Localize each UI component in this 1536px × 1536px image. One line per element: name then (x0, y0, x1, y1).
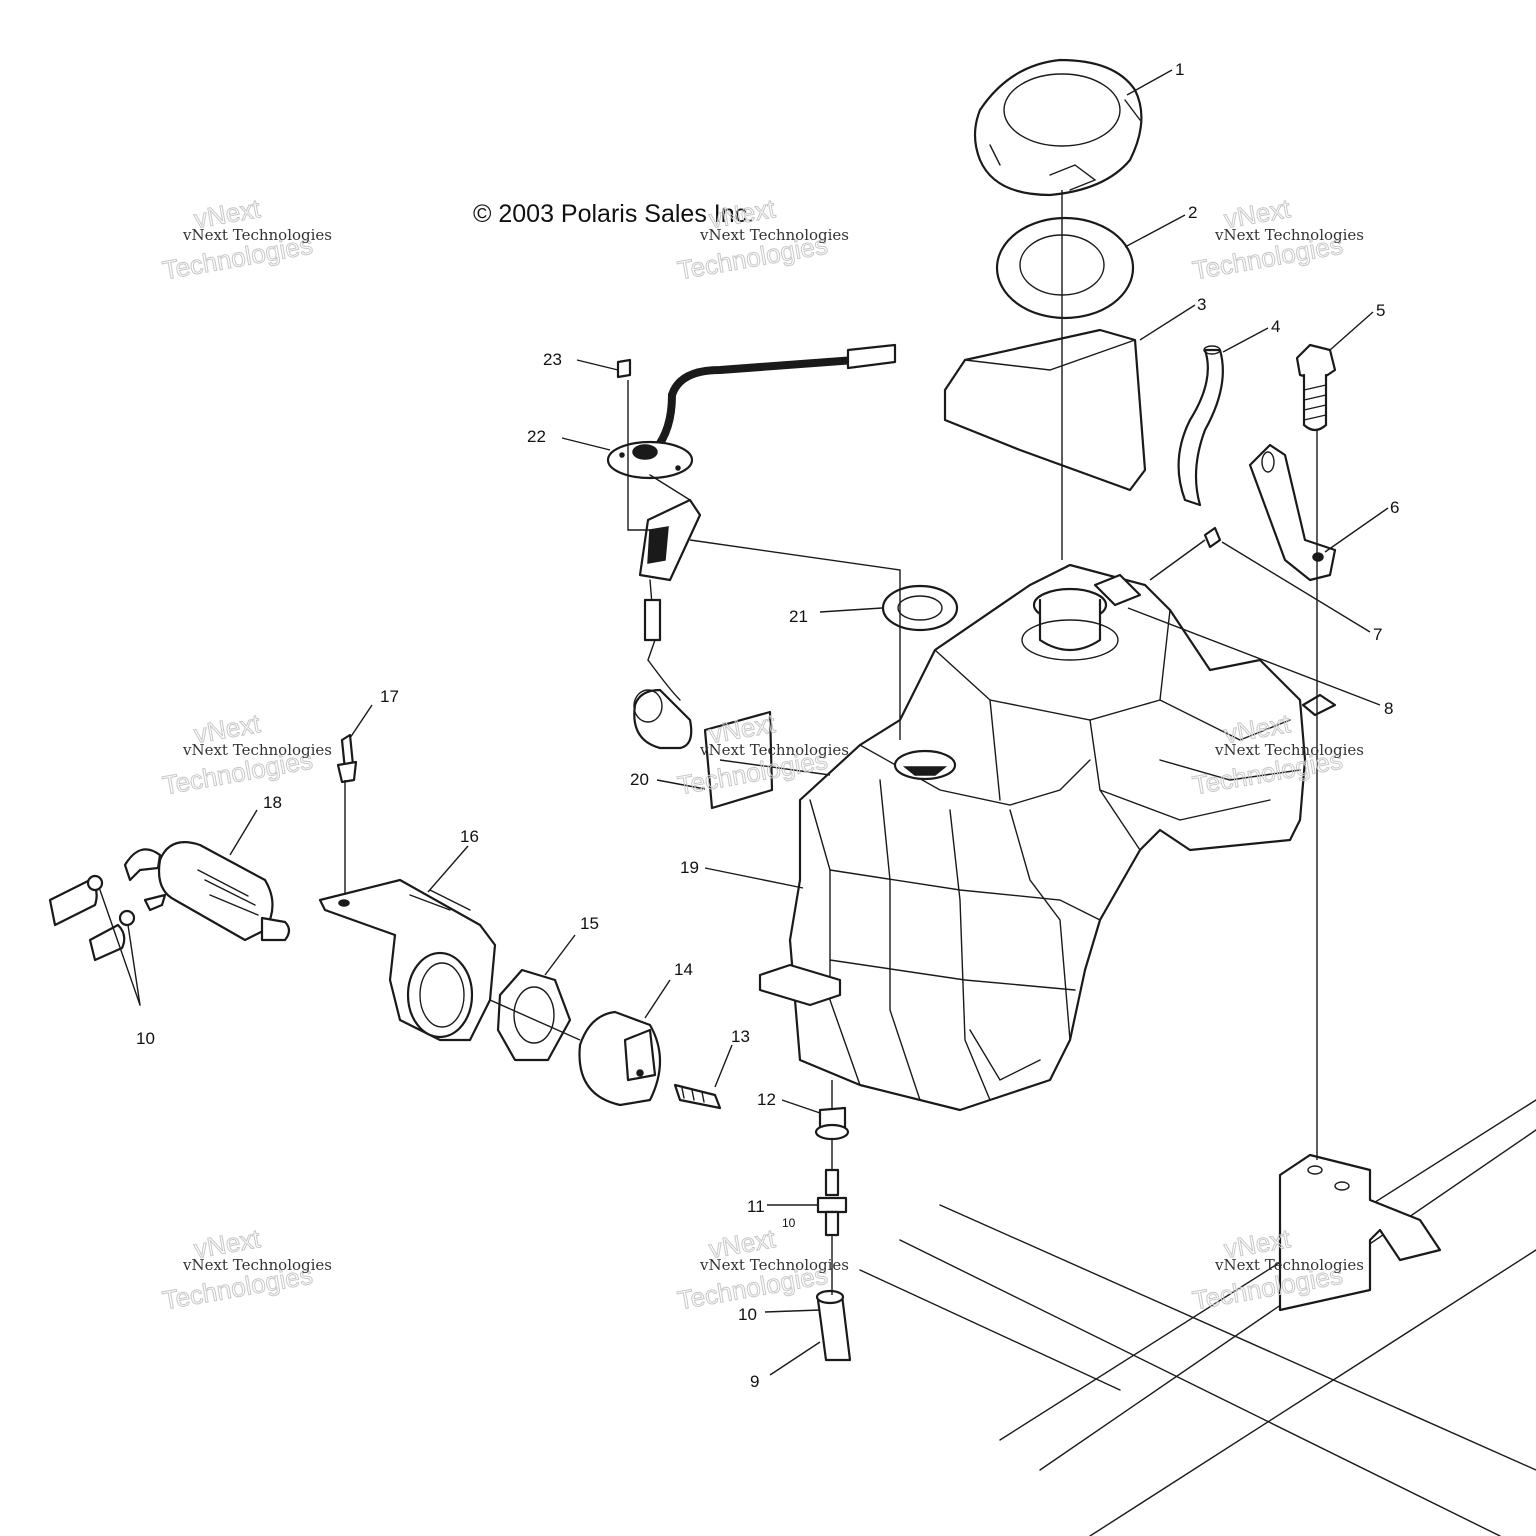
callout-14: 14 (674, 960, 693, 979)
watermark-2-text: vNext Technologies (699, 226, 849, 244)
watermark-3-text: vNext Technologies (1214, 226, 1364, 244)
hex-nut (496, 968, 572, 1062)
callout-22: 22 (527, 427, 546, 446)
fuel-filter (123, 841, 291, 942)
sender-gasket (881, 584, 959, 632)
push-rivet (336, 733, 358, 784)
fuel-cap (973, 58, 1143, 197)
callout-11: 11 (747, 1197, 765, 1216)
alignment-lines (344, 190, 1318, 1295)
callout-16: 16 (460, 827, 479, 846)
watermark-7-text: vNext Technologies (182, 1256, 332, 1274)
watermark-4-text: vNext Technologies (182, 741, 332, 759)
callout-6: 6 (1390, 498, 1399, 517)
callout-5: 5 (1376, 301, 1385, 320)
callout-7: 7 (1373, 625, 1382, 644)
hose-clip (1203, 526, 1222, 549)
fuel-valve (578, 1010, 662, 1107)
watermark-6-text: vNext Technologies (1214, 741, 1364, 759)
fuel-tank (758, 563, 1337, 1112)
watermark-9-text: vNext Technologies (1214, 1256, 1364, 1274)
callout-4: 4 (1271, 317, 1280, 336)
cap-gasket (995, 216, 1135, 320)
callout-23: 23 (543, 350, 562, 369)
callout-18: 18 (263, 793, 282, 812)
callout-2: 2 (1188, 203, 1197, 222)
callout-10-lower: 10 (738, 1305, 757, 1324)
tank-bracket (1248, 443, 1337, 582)
tank-pad (943, 328, 1147, 492)
frame-rails (859, 1099, 1536, 1536)
sender-screw (616, 358, 632, 379)
callout-8: 8 (1384, 699, 1393, 718)
callout-20: 20 (630, 770, 649, 789)
callout-13: 13 (731, 1027, 750, 1046)
mounting-bolt (1295, 343, 1337, 432)
valve-screw (673, 1083, 722, 1110)
callout-11-mark: 10 (782, 1216, 796, 1230)
watermark-5-text: vNext Technologies (699, 741, 849, 759)
copyright-notice: © 2003 Polaris Sales Inc. (473, 200, 754, 228)
drain-grommet (814, 1106, 850, 1141)
lower-fuel-hose (815, 1289, 852, 1362)
filter-bracket (318, 878, 497, 1042)
fuel-level-sender (606, 343, 897, 750)
callout-9: 9 (750, 1372, 759, 1391)
callout-15: 15 (580, 914, 599, 933)
callout-leaders (229, 69, 1389, 1376)
hose-fitting (816, 1168, 848, 1237)
callout-labels: 1 2 3 4 5 6 7 8 9 10 10 11 12 13 14 15 1… (136, 60, 1399, 1391)
watermark-1-text: vNext Technologies (182, 226, 332, 244)
callout-1: 1 (1175, 60, 1184, 79)
callout-19: 19 (680, 858, 699, 877)
callout-17: 17 (380, 687, 399, 706)
callout-3: 3 (1197, 295, 1206, 314)
watermark-8-text: vNext Technologies (699, 1256, 849, 1274)
callout-10-left: 10 (136, 1029, 155, 1048)
vent-hose (1177, 345, 1224, 507)
tank-decal (703, 710, 774, 810)
callout-21: 21 (789, 607, 808, 626)
callout-12: 12 (757, 1090, 776, 1109)
left-fuel-lines (48, 874, 141, 1006)
